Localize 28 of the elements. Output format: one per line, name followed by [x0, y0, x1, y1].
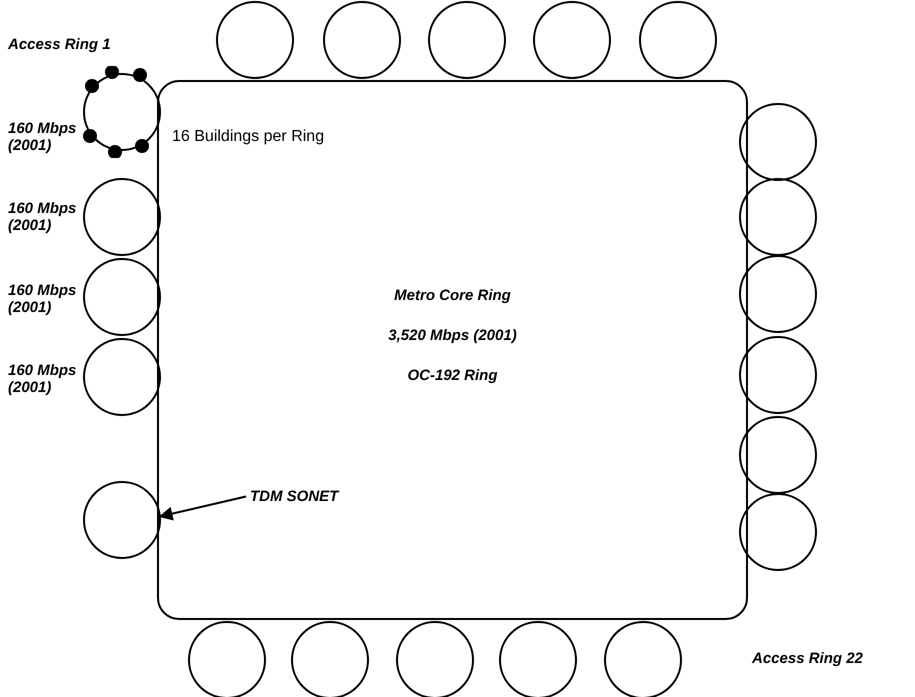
- ring-capacity-text: OC-192 Ring: [406, 367, 498, 384]
- capacity-label: 160 Mbps (2001): [8, 362, 78, 396]
- ring-title: Metro Core Ring: [393, 287, 512, 304]
- ring-label: Access Ring 22: [752, 650, 864, 667]
- capacity-label: 160 Mbps (2001): [8, 120, 78, 154]
- capacity-label: 160 Mbps (2001): [8, 200, 78, 234]
- access-ring-circle: [532, 0, 612, 80]
- ring-label: Access Ring 1: [8, 36, 112, 53]
- callout-text: TDM SONET: [250, 488, 338, 505]
- core-ring-box: [157, 80, 748, 620]
- arrow: [158, 496, 246, 520]
- access-ring-circle: [82, 257, 162, 337]
- access-ring-circle: [82, 177, 162, 257]
- access-ring-circle: [427, 0, 507, 80]
- access-ring-circle: [738, 415, 818, 495]
- access-ring-circle: [738, 335, 818, 415]
- access-ring-circle: [322, 0, 402, 80]
- access-ring-circle: [738, 492, 818, 572]
- access-ring-circle: [738, 177, 818, 257]
- capacity-label: 160 Mbps (2001): [8, 282, 78, 316]
- access-ring-circle: [638, 0, 718, 80]
- ring-capacity-text: 3,520 Mbps (2001): [387, 327, 518, 344]
- access-ring-circle: [82, 337, 162, 417]
- note-text: 16 Buildings per Ring: [172, 128, 326, 146]
- access-ring-circle: [738, 254, 818, 334]
- access-ring-circle: [738, 102, 818, 182]
- access-ring-circle: [215, 0, 295, 80]
- access-ring-circle: [82, 480, 162, 560]
